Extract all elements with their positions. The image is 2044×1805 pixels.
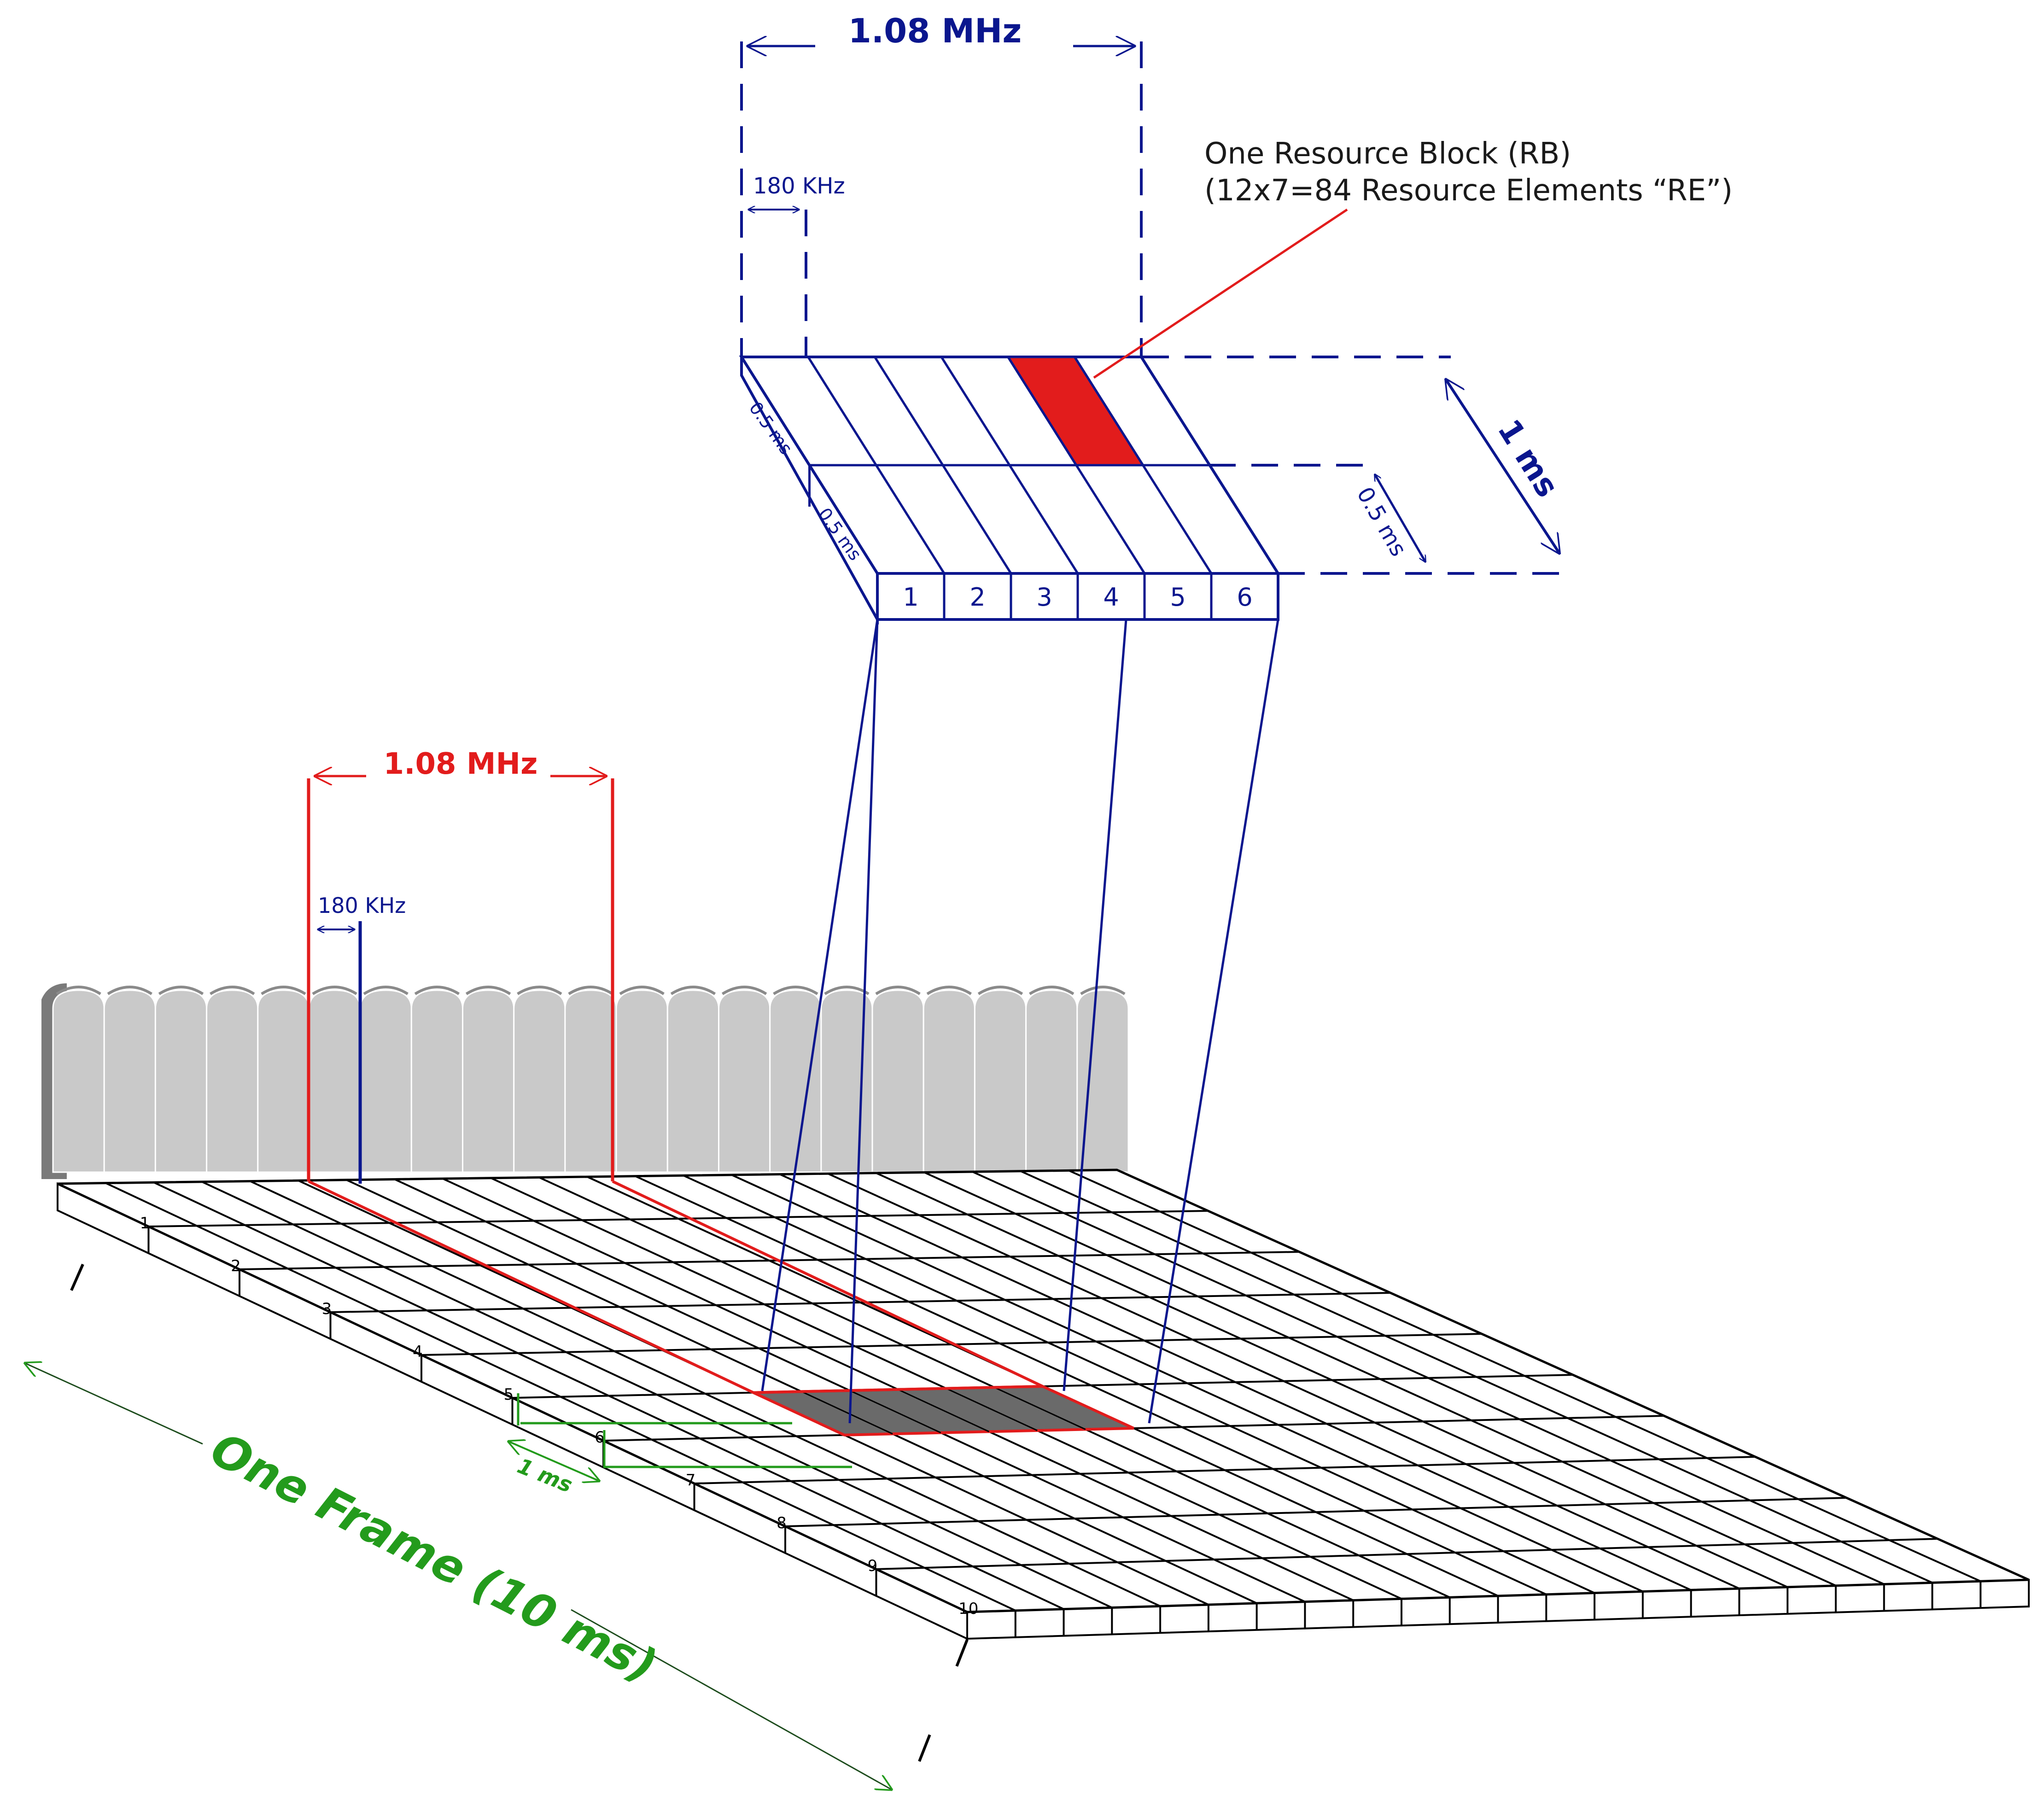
highlight-guide-right (612, 1180, 1044, 1388)
grid-subcarrier-label: 180 KHz (318, 893, 406, 918)
rb-column-label: 3 (1036, 583, 1052, 612)
ofdm-bump (974, 989, 1027, 1173)
ofdm-bump-top (926, 986, 972, 995)
grid-row-line (785, 1497, 1847, 1527)
ofdm-bump-top (312, 986, 357, 995)
ofdm-bump-top (158, 986, 204, 995)
bandwidth-extent-lines (740, 41, 1566, 575)
ofdm-bump-top (875, 986, 921, 995)
ofdm-bump-top (1029, 986, 1075, 995)
ofdm-bump (410, 989, 463, 1173)
grid-bandwidth-bracket: 1.08 MHz (307, 747, 614, 1181)
ofdm-bump (52, 989, 105, 1173)
ofdm-bump (513, 989, 566, 1173)
ofdm-bump-top (465, 986, 511, 995)
rb-column-label: 1 (903, 583, 918, 612)
highlighted-rb-divider (946, 1388, 1038, 1431)
highlighted-rb-divider (849, 1390, 941, 1434)
rb-column-label: 2 (969, 583, 985, 612)
ofdm-bump (666, 989, 719, 1173)
projection-lines (761, 619, 1279, 1424)
projection-line (761, 619, 879, 1391)
rb-column-label: 6 (1237, 583, 1252, 612)
ofdm-bump-top (773, 986, 818, 995)
ofdm-bump-top (721, 986, 767, 995)
ofdm-bump (154, 989, 208, 1173)
grid-row-label: 6 (595, 1428, 605, 1447)
grid-row-label: 2 (231, 1257, 241, 1275)
grid-row-label: 3 (322, 1300, 332, 1318)
highlighted-rb-divider (994, 1386, 1086, 1430)
ofdm-subcarriers (41, 983, 1129, 1179)
ofdm-bump-top (56, 986, 101, 995)
ofdm-bump (257, 989, 310, 1173)
ofdm-bump-top (414, 986, 460, 995)
grid-row-label: 9 (868, 1557, 878, 1575)
grid-row-label: 4 (413, 1343, 423, 1361)
grid-row-line (330, 1292, 1391, 1313)
ofdm-bump (103, 989, 156, 1173)
grid-bandwidth-label: 1.08 MHz (384, 747, 538, 781)
rb-subtitle: (12x7=84 Resource Elements “RE”) (1204, 174, 1733, 208)
ofdm-bump (923, 989, 975, 1173)
rb-prism: 1 2 3 4 5 6 (739, 352, 1281, 625)
rb-title: One Resource Block (RB) (1204, 137, 1571, 171)
grid-row-label: 8 (777, 1514, 787, 1532)
rb-column-label: 5 (1170, 583, 1186, 612)
highlighted-resource-block (308, 1180, 1134, 1437)
ofdm-bump-top (261, 986, 306, 995)
projection-line (848, 619, 879, 1424)
ofdm-bump-top (977, 986, 1023, 995)
grid-row-line (694, 1456, 1756, 1484)
rb-bandwidth-label: 1.08 MHz (848, 12, 1022, 50)
ofdm-bump (871, 989, 924, 1173)
highlight-guide-left (308, 1180, 754, 1394)
grid-row-line (876, 1538, 1938, 1570)
ofdm-bump-top (363, 986, 409, 995)
ofdm-bump-top (210, 986, 255, 995)
grid-row-line (239, 1251, 1300, 1270)
ofdm-bump (615, 989, 668, 1173)
ofdm-bump-top (107, 986, 152, 995)
rb-subframe-label: 1 ms (1490, 413, 1566, 503)
rb-column-label: 4 (1103, 583, 1119, 612)
highlighted-rb-top (753, 1385, 1043, 1394)
rb-subcarrier-label: 180 KHz (753, 173, 845, 199)
grid-row-label: 10 (958, 1600, 978, 1618)
ofdm-bump-top (670, 986, 716, 995)
ofdm-bump-top (1080, 986, 1126, 995)
ofdm-bump (206, 989, 259, 1173)
ofdm-bump (359, 989, 412, 1173)
ofdm-bump-top (517, 986, 562, 995)
ofdm-bump (308, 989, 361, 1173)
ofdm-bump (1076, 989, 1129, 1173)
highlighted-rb-divider (801, 1391, 893, 1435)
ofdm-bump (769, 989, 822, 1173)
ofdm-bump-top (619, 986, 665, 995)
subframe-label: 1 ms (514, 1453, 576, 1497)
ofdm-bump (564, 989, 617, 1173)
projection-line (1148, 619, 1279, 1424)
ofdm-bump-top (568, 986, 613, 995)
grid-row-label: 1 (140, 1214, 150, 1233)
grid-subcarrier-marker: 180 KHz (318, 893, 406, 1184)
ofdm-bump (462, 989, 515, 1173)
grid-row-line (148, 1210, 1209, 1227)
ofdm-bump (718, 989, 771, 1173)
projection-line (1063, 619, 1127, 1391)
highlighted-rb-divider (898, 1389, 990, 1432)
ofdm-bump (1025, 989, 1078, 1173)
grid-row-label: 5 (504, 1385, 514, 1404)
grid-row-label: 7 (686, 1471, 696, 1490)
